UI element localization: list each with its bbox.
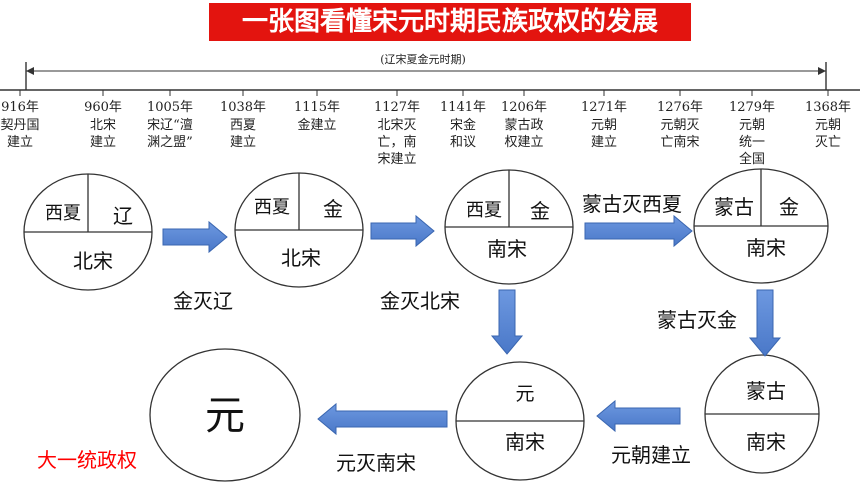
timeline-year: 1271年 (581, 100, 627, 115)
timeline-event: 灭亡 (815, 135, 841, 150)
timeline-event: 统一 (739, 135, 765, 150)
timeline-year: 1038年 (220, 100, 266, 115)
timeline-year: 1279年 (729, 100, 775, 115)
timeline-event: 元朝 (815, 118, 841, 133)
timeline-event: 权建立 (504, 134, 543, 150)
timeline-event: 亡，南 (377, 134, 416, 150)
region-label: 金 (323, 197, 343, 221)
arrow-label: 元灭南宋 (336, 451, 416, 475)
circle-stage-7 (149, 348, 301, 482)
arrow-label: 金灭辽 (173, 289, 233, 313)
arrow-right-icon (370, 214, 435, 248)
region-label-yuan: 元 (205, 393, 245, 439)
timeline-event: 元朝 (591, 118, 617, 133)
arrow-label: 蒙古灭西夏 (582, 192, 682, 216)
timeline-event: 西夏 (230, 118, 256, 133)
region-label: 南宋 (746, 430, 786, 454)
timeline-year: 1206年 (501, 100, 547, 115)
timeline-year: 1127年 (374, 100, 420, 115)
timeline-event: 元朝灭 (660, 118, 699, 133)
region-label: 北宋 (73, 249, 113, 273)
timeline-event: 和议 (450, 135, 476, 150)
timeline-year: 1115年 (294, 100, 340, 115)
arrow-label: 蒙古灭金 (657, 308, 737, 332)
timeline-event: 契丹国 (0, 118, 39, 133)
timeline-event: 建立 (7, 135, 33, 150)
region-label: 南宋 (746, 236, 786, 260)
arrow-right-icon (162, 220, 228, 254)
timeline-event: 渊之盟” (147, 135, 193, 150)
arrow-left-icon (317, 402, 448, 436)
region-label: 金 (779, 195, 799, 219)
arrow-left-icon (596, 399, 681, 433)
timeline-year: 1141年 (440, 100, 486, 115)
region-label: 西夏 (254, 197, 290, 218)
arrow-down-icon (748, 289, 782, 357)
timeline-event: 全国 (739, 151, 765, 167)
region-label: 南宋 (505, 430, 545, 454)
left-arrowhead-icon (26, 67, 34, 75)
timeline-event: 北宋 (90, 118, 116, 133)
timeline-event: 蒙古政 (504, 118, 543, 133)
region-label: 西夏 (45, 203, 81, 224)
region-label: 南宋 (487, 237, 527, 261)
timeline-year: 1005年 (147, 100, 193, 115)
page-title: 一张图看懂宋元时期民族政权的发展 (209, 3, 691, 41)
timeline-event: 元朝 (739, 118, 765, 133)
region-label: 北宋 (281, 246, 321, 270)
region-label: 金 (530, 199, 550, 223)
timeline-event: 亡南宋 (660, 134, 699, 150)
region-label: 蒙古 (746, 379, 786, 403)
arrow-label: 元朝建立 (611, 443, 691, 467)
timeline-year: 1368年 (805, 100, 851, 115)
timeline-event: 金建立 (297, 117, 336, 133)
timeline-event: 北宋灭 (377, 118, 416, 133)
arrow-label: 金灭北宋 (380, 289, 460, 313)
timeline-event: 建立 (591, 135, 617, 150)
timeline-event: 宋金 (450, 117, 476, 133)
period-label: (辽宋夏金元时期) (380, 52, 466, 66)
right-arrowhead-icon (818, 67, 826, 75)
timeline-year: 916年 (1, 100, 39, 115)
region-label: 西夏 (466, 200, 502, 221)
unified-regime-label: 大一统政权 (37, 448, 137, 472)
arrow-down-icon (490, 289, 524, 355)
timeline-event: 宋建立 (377, 152, 416, 167)
arrow-right-icon (584, 214, 693, 248)
region-label: 蒙古 (714, 195, 754, 219)
region-label: 辽 (113, 204, 133, 228)
timeline-year: 1276年 (657, 100, 703, 115)
timeline-year: 960年 (84, 100, 122, 115)
region-label: 元 (515, 383, 534, 405)
timeline-event: 建立 (90, 135, 116, 150)
timeline-event: 宋辽“澶 (147, 117, 193, 133)
timeline-event: 建立 (230, 135, 256, 150)
